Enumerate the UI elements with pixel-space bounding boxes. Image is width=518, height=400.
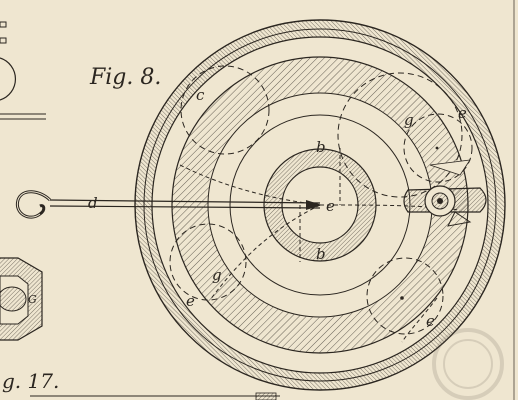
letter-e-top-right: e xyxy=(458,104,467,122)
letter-g-top: g xyxy=(404,111,414,129)
left-fragment-fig17: G xyxy=(0,257,43,341)
letter-d: d xyxy=(88,194,98,212)
rod-with-hook xyxy=(15,190,322,219)
dashed-circle-top-left xyxy=(180,65,270,155)
library-stamp xyxy=(432,328,504,400)
left-fragment-top xyxy=(0,21,46,120)
letter-b-bottom: b xyxy=(316,245,326,263)
fig17-label: g. 17. xyxy=(2,369,59,393)
letter-e-bottom-left: e xyxy=(186,292,195,310)
letter-c-top: c xyxy=(196,86,205,104)
fig8-title: Fig. 8. xyxy=(89,65,161,90)
letter-e-center: e xyxy=(326,197,335,215)
letter-G-left: G xyxy=(28,293,37,306)
dashed-circle-bottom-right xyxy=(366,257,444,335)
dashed-circle-top-right xyxy=(337,72,463,198)
letter-b-top: b xyxy=(316,138,326,156)
letter-e-bottom-right: e xyxy=(426,312,435,330)
dashed-circle-bottom-left xyxy=(169,223,247,301)
letter-g-bottom: g xyxy=(212,266,222,284)
